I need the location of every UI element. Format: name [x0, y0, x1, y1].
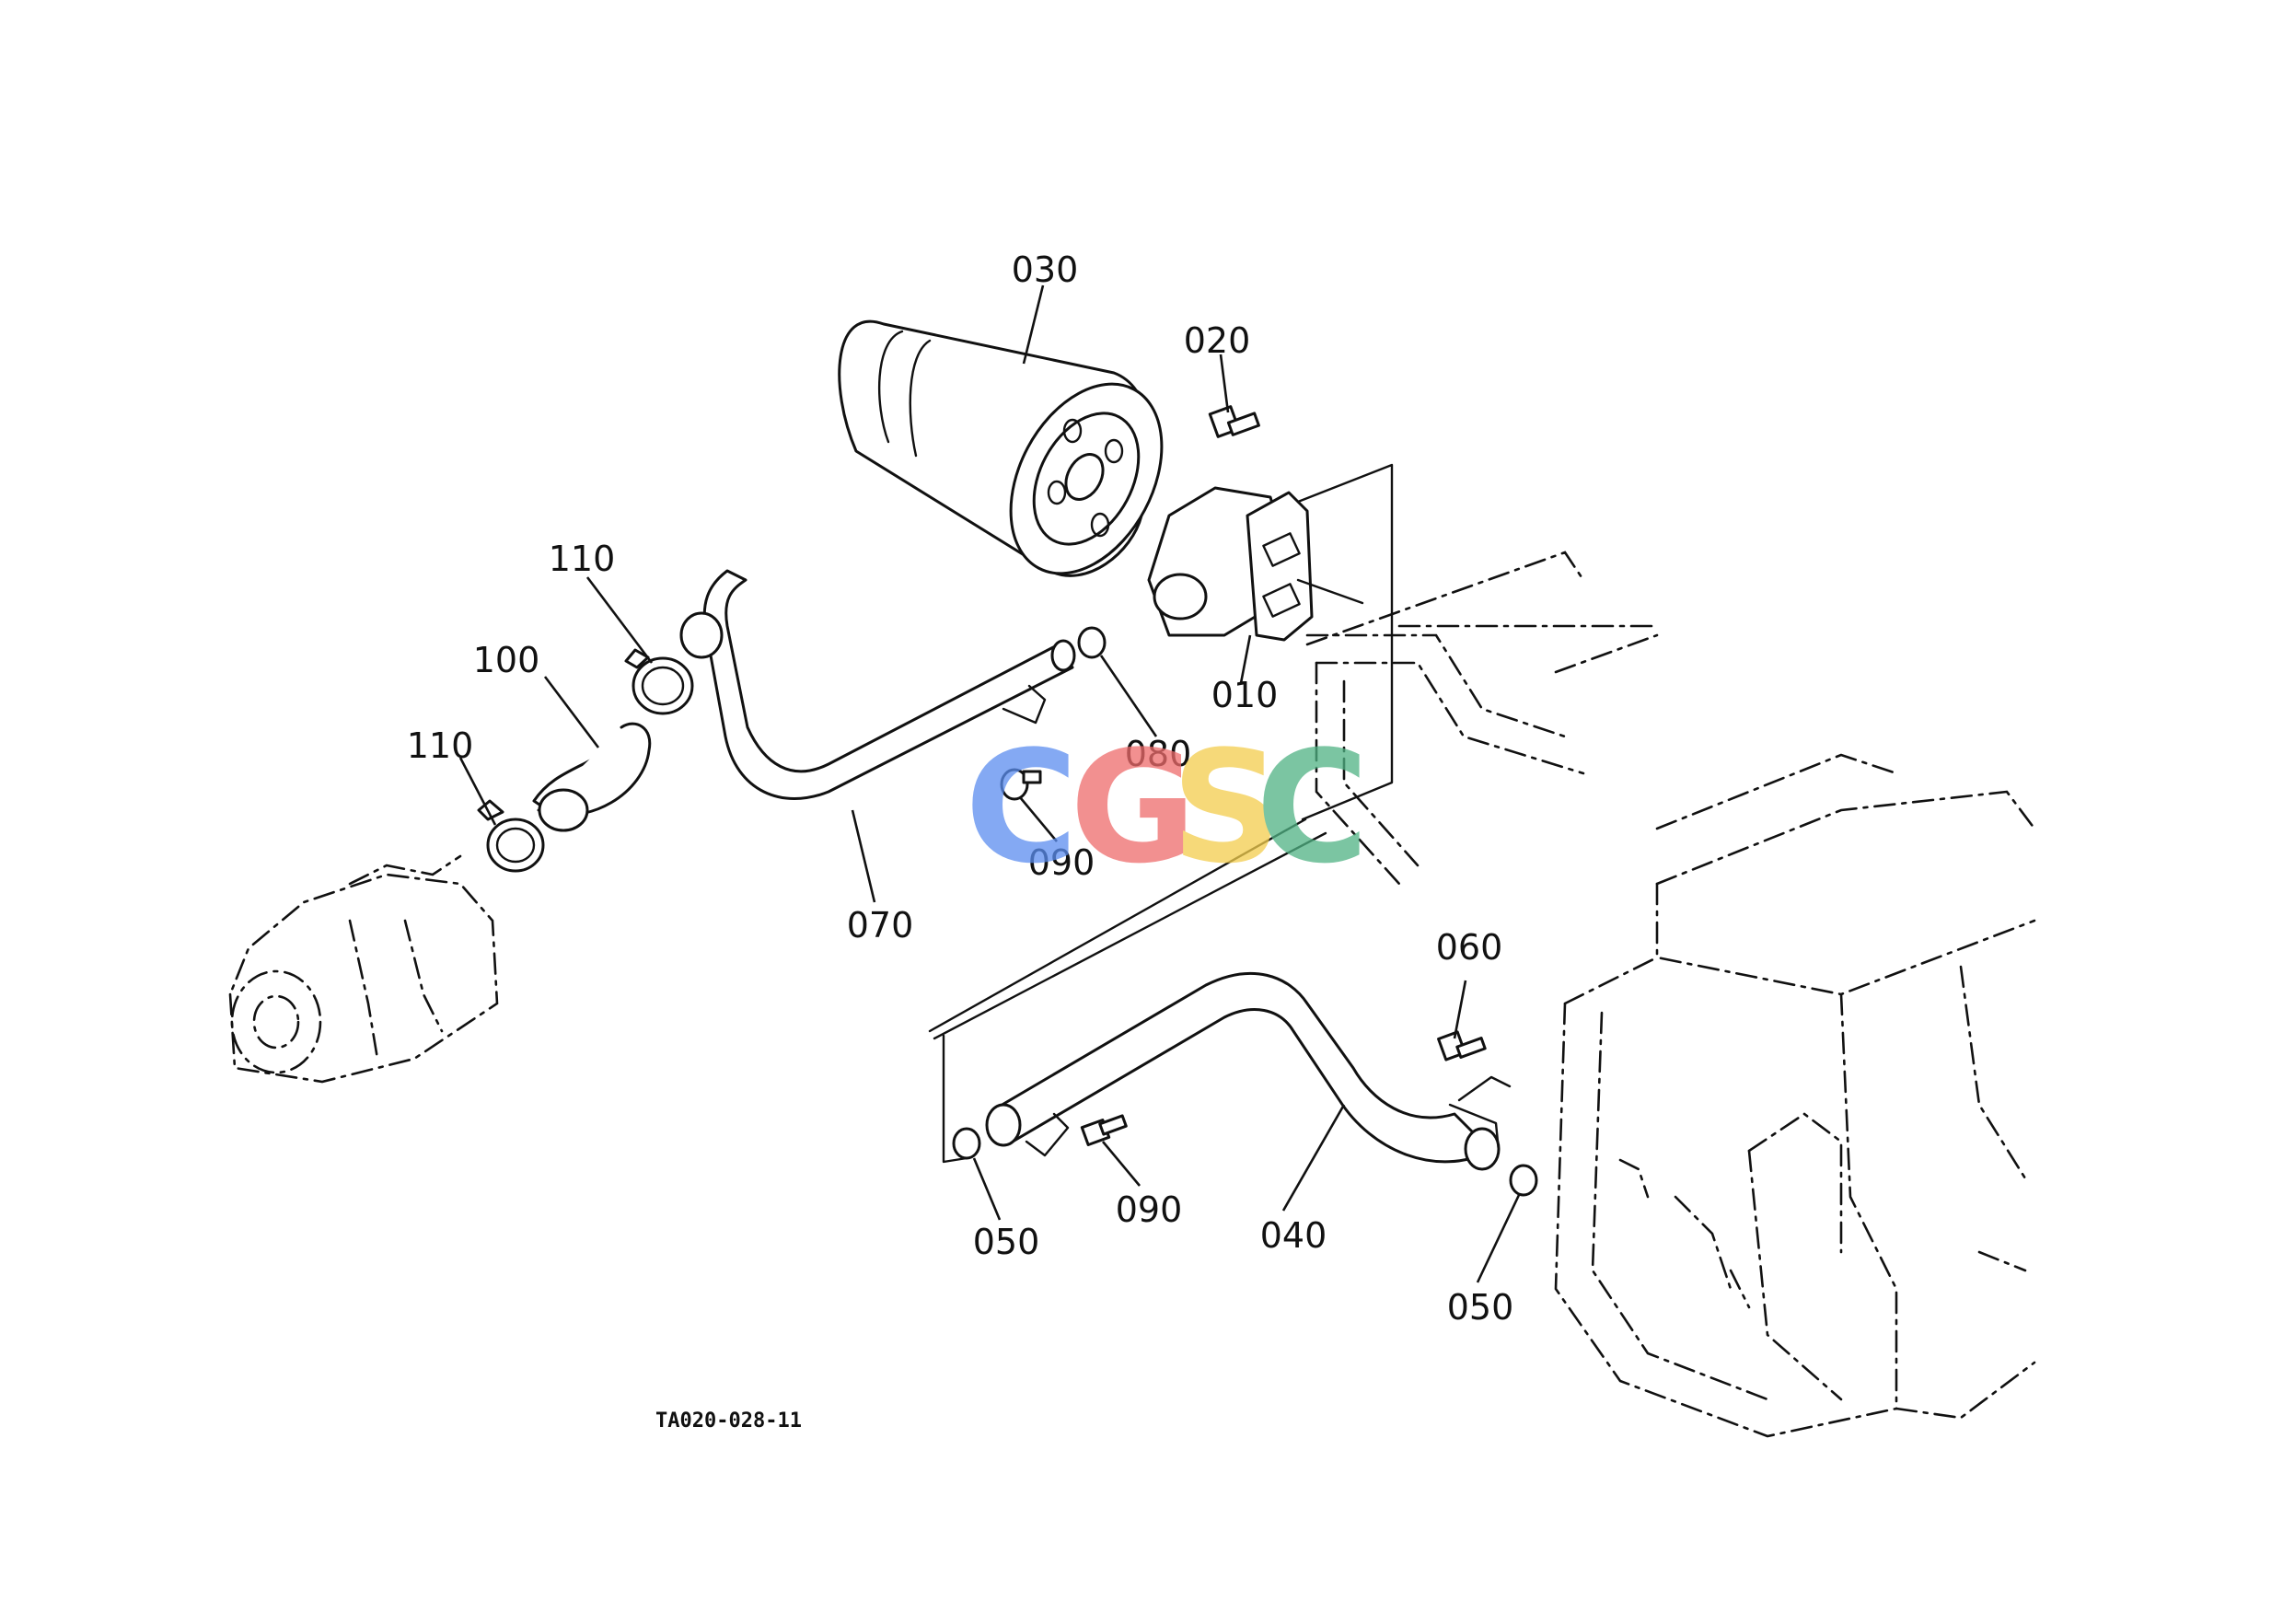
callout-110-upper: 110: [549, 539, 616, 579]
leader-lines: [458, 284, 1521, 1283]
callout-labels: 030 020 110 100 110 010 080 090 070 060 …: [407, 249, 1514, 1328]
callout-090-lower: 090: [1116, 1189, 1183, 1230]
watermark-letter-1: C: [965, 717, 1078, 898]
filter-bracket: [1147, 486, 1364, 642]
o-ring-080: [1077, 626, 1107, 659]
hose-100: [532, 722, 652, 832]
watermark-letter-2: G: [1070, 717, 1197, 898]
reference-code: TA020-028-11: [655, 1409, 802, 1433]
assembly-outline: [928, 463, 1394, 1164]
transmission-housing: [1305, 551, 2036, 1438]
callout-080: 080: [1125, 734, 1192, 774]
callout-040: 040: [1260, 1215, 1327, 1256]
pipe-040: [985, 971, 1501, 1171]
bolt-020: [1208, 405, 1260, 438]
callout-050-right: 050: [1447, 1287, 1514, 1328]
plug-090-upper: [1000, 768, 1042, 801]
callout-110-lower: 110: [407, 725, 474, 766]
callout-100: 100: [473, 640, 540, 680]
callout-010: 010: [1211, 675, 1279, 715]
pipe-070: [679, 569, 1076, 800]
bolt-060: [1437, 1030, 1512, 1102]
callout-060: 060: [1436, 927, 1503, 968]
o-ring-050-left: [952, 1127, 981, 1160]
callout-020: 020: [1184, 320, 1251, 361]
callout-070: 070: [847, 905, 914, 945]
hydraulic-pump: [228, 854, 499, 1084]
watermark: C G S C: [965, 717, 1369, 898]
callout-090-upper: 090: [1028, 842, 1095, 883]
hose-clamp-110-upper: [624, 648, 694, 715]
callout-050-left: 050: [973, 1222, 1040, 1262]
o-ring-050-right: [1509, 1164, 1538, 1197]
callout-030: 030: [1012, 249, 1079, 290]
watermark-letter-4: C: [1256, 717, 1369, 898]
oil-filter-cartridge: [838, 319, 1164, 577]
watermark-letter-3: S: [1171, 717, 1282, 898]
plug-090-lower: [1080, 1114, 1128, 1147]
